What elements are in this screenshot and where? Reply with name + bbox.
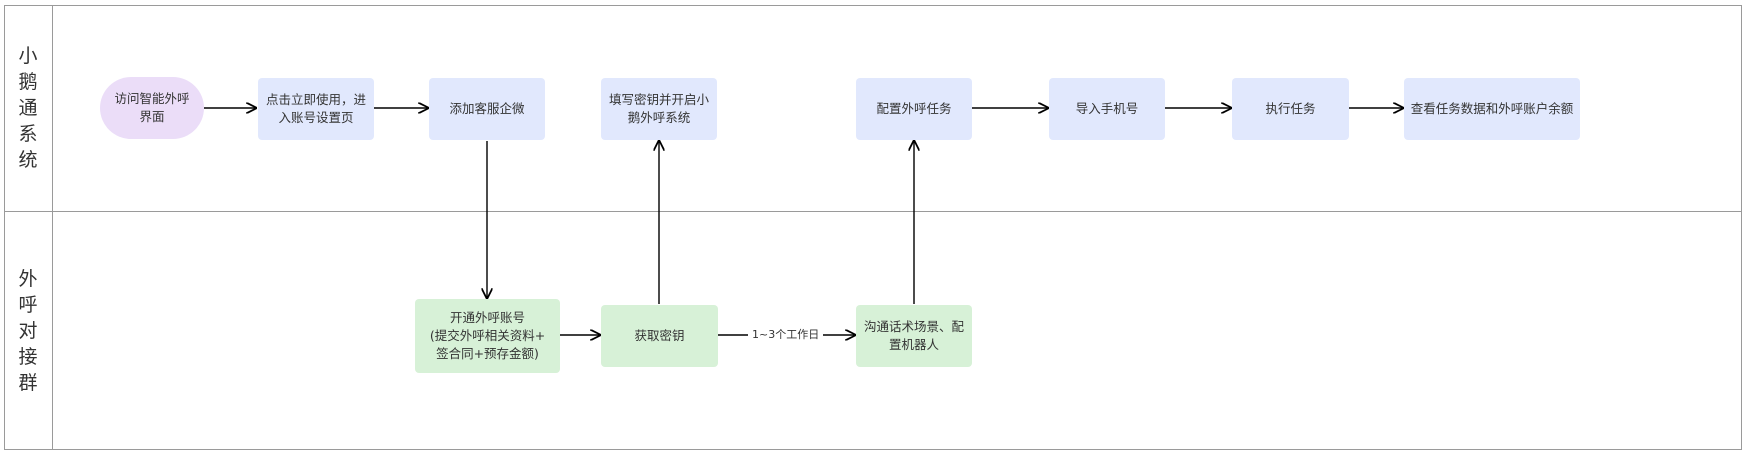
lane-char: 通 [18, 97, 38, 119]
node-text: 获取密钥 [634, 328, 685, 343]
lane-char: 系 [18, 123, 38, 145]
lane-char: 接 [18, 345, 38, 368]
lane-label-xiaoe: 小 鹅 通 系 统 [4, 5, 52, 211]
node-text: 查看任务数据和外呼账户余额 [1410, 101, 1574, 116]
lane-char: 呼 [18, 293, 38, 316]
node-import-phone[interactable]: 导入手机号 [1049, 78, 1165, 140]
node-add-wecom[interactable]: 添加客服企微 [429, 78, 545, 140]
node-text: 开通外呼账号 (提交外呼相关资料+ 签合同+预存金额) [429, 310, 546, 361]
node-run-task[interactable]: 执行任务 [1232, 78, 1349, 140]
node-communicate[interactable]: 沟通话术场景、配 置机器人 [856, 305, 972, 367]
lane-char: 外 [18, 267, 38, 290]
node-text: 沟通话术场景、配 置机器人 [863, 319, 964, 352]
node-text: 访问智能外呼 界面 [114, 91, 190, 124]
node-open-account[interactable]: 开通外呼账号 (提交外呼相关资料+ 签合同+预存金额) [415, 299, 560, 373]
node-config-task[interactable]: 配置外呼任务 [856, 78, 972, 140]
node-text: 填写密钥并开启小 鹅外呼系统 [608, 92, 709, 125]
node-get-key[interactable]: 获取密钥 [601, 305, 718, 367]
node-text: 执行任务 [1265, 101, 1316, 116]
lane-char: 群 [18, 371, 38, 394]
lane-char: 小 [18, 45, 38, 67]
node-text: 导入手机号 [1075, 101, 1139, 116]
node-fill-key[interactable]: 填写密钥并开启小 鹅外呼系统 [601, 78, 717, 140]
node-text: 配置外呼任务 [876, 101, 952, 116]
node-click-use[interactable]: 点击立即使用，进 入账号设置页 [258, 78, 374, 140]
node-visit-interface[interactable]: 访问智能外呼 界面 [100, 77, 204, 139]
lane-header-separator [52, 5, 53, 450]
lane-separator [4, 211, 1742, 212]
lane-char: 对 [18, 319, 38, 342]
lane-label-waihu: 外 呼 对 接 群 [4, 211, 52, 450]
swimlane-frame [4, 5, 1742, 450]
lane-char: 鹅 [18, 71, 38, 93]
node-text: 点击立即使用，进 入账号设置页 [265, 92, 366, 125]
edge-label-workdays: 1~3个工作日 [748, 328, 824, 342]
node-text: 添加客服企微 [449, 101, 525, 116]
lane-char: 统 [18, 149, 38, 171]
node-view-data[interactable]: 查看任务数据和外呼账户余额 [1404, 78, 1580, 140]
